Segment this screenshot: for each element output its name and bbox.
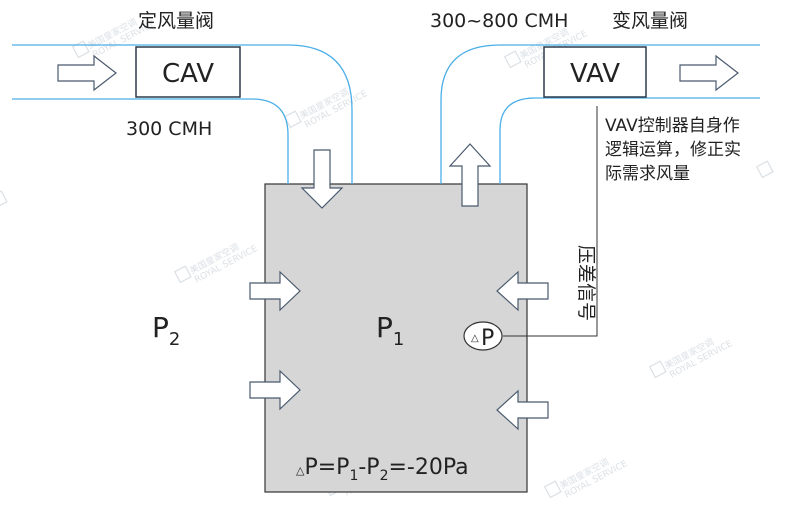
vav-damper-box [543,46,647,98]
controller-note-line-2: 逻辑运算，修正实 [605,140,741,160]
watermark-logo: 美国皇家空调 ROYAL SERVICE [173,241,260,286]
supply-duct-outer-wall [12,44,353,184]
watermark-logo [755,160,774,179]
exhaust-duct-inner-wall [499,97,760,184]
exhaust-outlet-arrow [679,54,739,92]
infiltration-arrow-left-top [249,270,301,312]
outside-pressure-label: P2 [152,311,180,350]
vav-box-label: VAV [570,59,620,89]
exhaust-duct [440,44,760,184]
airflow-arrows [57,54,739,431]
cav-damper-box [135,46,241,98]
infiltration-arrow-left-bottom [249,369,301,411]
pressure-signal-line [503,106,598,337]
vav-range: 300~800 CMH [430,10,568,32]
infiltration-arrow-right-top [496,270,549,312]
pressure-sensor [463,321,503,351]
pressure-equation: △P=P1-P2=-20Pa [296,455,469,484]
watermark-logo [0,190,8,209]
supply-duct-inner-wall [12,98,289,184]
supply-down-arrow [300,149,344,209]
sensor-delta-symbol: △ [471,333,479,344]
exhaust-duct-outer-wall [440,44,760,184]
vav-title: 变风量阀 [612,10,688,32]
watermark-logo: 美国皇家空调 ROYAL SERVICE [648,336,735,381]
watermark-logo: 美国皇家空调 ROYAL SERVICE [543,456,630,501]
pressure-signal-label: 压差信号 [575,245,597,321]
cav-flow-label: 300 CMH [126,118,212,140]
controller-note-line-1: VAV控制器自身作 [605,116,740,136]
exhaust-up-arrow [448,143,492,207]
cav-title: 定风量阀 [138,10,214,32]
supply-inlet-arrow [57,54,117,92]
watermark-logo: 美国皇家空调 ROYAL SERVICE [283,86,370,131]
sensor-p-label: P [481,326,494,351]
supply-duct [12,44,353,184]
infiltration-arrow-right-bottom [496,389,549,431]
controller-note-line-3: 际需求风量 [605,164,690,184]
cav-box-label: CAV [162,59,214,89]
room-pressure-label: P1 [376,311,404,350]
